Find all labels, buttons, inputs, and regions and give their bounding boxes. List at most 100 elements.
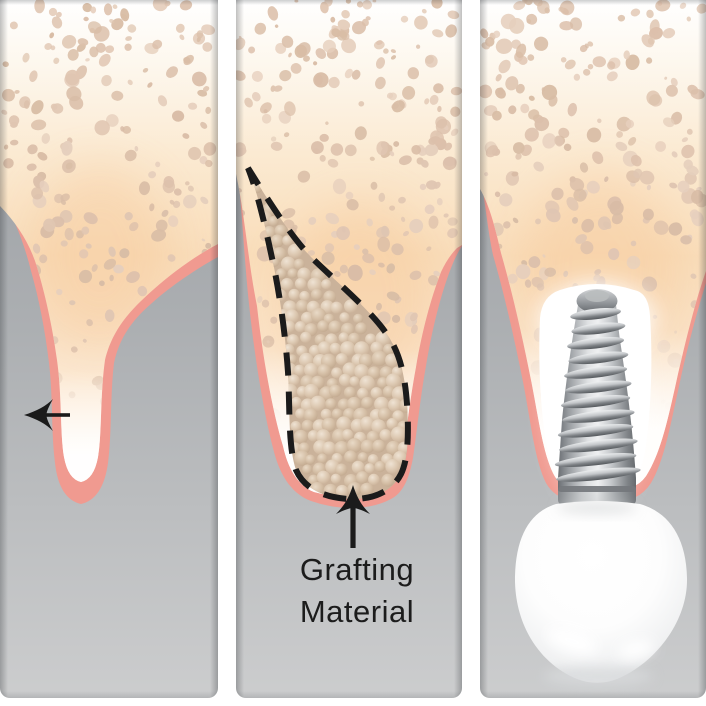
bone-spot xyxy=(494,191,501,198)
graft-granule xyxy=(325,398,337,410)
graft-granule xyxy=(374,461,386,473)
crown-gloss-highlight xyxy=(618,639,654,659)
graft-granule xyxy=(280,278,294,291)
bone-spot xyxy=(426,246,432,252)
bone-spot xyxy=(70,346,78,353)
graft-granule xyxy=(361,396,374,409)
bone-spot xyxy=(119,248,130,259)
bone-spot xyxy=(655,141,666,152)
bone-spot xyxy=(443,213,449,218)
bone-spot xyxy=(44,43,53,50)
bone-spot xyxy=(261,299,270,308)
graft-granule xyxy=(331,408,343,420)
graft-granule xyxy=(340,341,356,357)
graft-granule xyxy=(282,235,293,246)
bone-spot xyxy=(515,83,525,94)
bone-spot xyxy=(336,226,350,241)
bone-spot xyxy=(354,126,367,141)
bone-spot xyxy=(172,200,181,208)
bone-spot xyxy=(445,24,457,38)
graft-granule xyxy=(300,311,314,325)
bone-spot xyxy=(662,28,676,39)
bone-spot xyxy=(31,187,44,200)
bone-spot xyxy=(347,264,363,281)
bone-spot xyxy=(142,67,149,73)
bone-spot xyxy=(200,196,209,205)
bone-spot xyxy=(690,273,697,279)
graft-granule xyxy=(290,421,302,432)
bone-spot xyxy=(594,269,602,275)
graft-granule xyxy=(330,301,343,314)
bone-spot xyxy=(87,21,102,34)
bone-spot xyxy=(81,226,90,235)
bone-spot xyxy=(630,240,637,247)
bone-spot xyxy=(43,218,56,232)
graft-granule xyxy=(335,353,348,366)
bone-spot xyxy=(608,248,620,261)
bone-spot xyxy=(430,130,445,145)
bone-spot xyxy=(507,273,518,284)
bone-spot xyxy=(641,276,658,292)
bone-spot xyxy=(391,100,405,113)
graft-granule xyxy=(303,383,319,399)
bone-spot xyxy=(148,171,157,179)
bone-spot xyxy=(101,74,112,87)
bone-spot xyxy=(630,154,642,167)
bone-spot xyxy=(283,132,290,138)
bone-spot xyxy=(281,35,294,48)
bone-spot xyxy=(105,114,119,127)
implant-thread-ridge xyxy=(554,452,637,468)
bone-spot xyxy=(670,77,678,87)
bone-spot xyxy=(296,42,311,57)
graft-granule xyxy=(368,473,380,486)
graft-granule xyxy=(321,417,336,433)
bone-spot xyxy=(91,264,98,272)
bone-spot xyxy=(196,30,204,39)
bone-spot xyxy=(328,76,340,89)
panel-edge-shadow xyxy=(236,691,462,698)
bone-spot xyxy=(390,55,397,60)
bone-spot xyxy=(270,141,283,151)
bone-spot xyxy=(23,100,30,109)
bone-spot xyxy=(616,131,623,138)
bone-spot xyxy=(370,181,378,190)
bone-spot xyxy=(284,101,296,116)
bone-spot xyxy=(127,79,133,86)
bone-spot xyxy=(664,76,668,80)
graft-granule xyxy=(307,277,323,293)
grafting-material-label-line1: Grafting xyxy=(299,552,415,587)
graft-granule xyxy=(304,363,318,377)
bone-spot xyxy=(586,127,602,143)
bone-spot xyxy=(248,46,256,54)
bone-spot xyxy=(351,69,361,80)
bone-spot xyxy=(435,131,441,137)
bone-spot xyxy=(55,11,62,18)
graft-granule xyxy=(386,418,398,430)
bone-spot xyxy=(138,181,151,196)
graft-granule xyxy=(317,364,332,378)
bone-spot xyxy=(10,121,18,128)
bone-spot xyxy=(376,302,382,311)
bone-spot xyxy=(82,338,87,343)
bone-glow xyxy=(30,165,170,345)
bone-spot xyxy=(495,73,502,82)
bone-spot xyxy=(687,84,699,95)
implant-threads xyxy=(554,307,641,482)
bone-spot xyxy=(78,269,93,284)
bone-spot xyxy=(175,23,185,33)
graft-granule xyxy=(357,387,369,399)
bone-spot xyxy=(428,215,439,229)
bone-spot xyxy=(111,18,124,31)
bone-spot xyxy=(202,86,210,92)
bone-spot xyxy=(663,117,675,128)
bone-spot xyxy=(563,270,569,278)
bone-spot xyxy=(569,177,585,192)
bone-spot xyxy=(341,38,357,54)
bone-spot xyxy=(369,269,376,276)
bone-spot xyxy=(628,137,637,146)
bone-spot xyxy=(495,38,513,55)
bone-spot xyxy=(337,19,351,30)
bone-spot xyxy=(168,215,179,227)
bone-spot xyxy=(520,103,530,114)
bone-spot xyxy=(182,133,190,139)
